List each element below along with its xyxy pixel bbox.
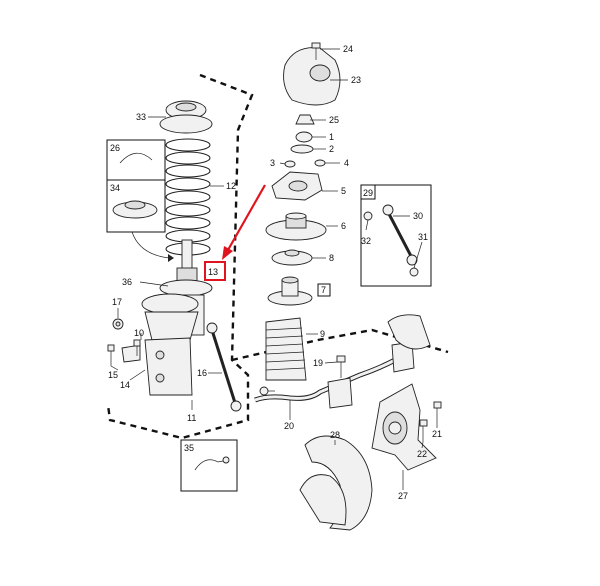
stabilizer-link-16 xyxy=(206,322,242,412)
highlight-arrow xyxy=(222,184,266,260)
label-16: 16 xyxy=(197,368,207,378)
bolt-15 xyxy=(107,344,115,366)
label-8: 8 xyxy=(329,253,334,263)
label-11: 11 xyxy=(187,413,196,423)
bump-stop-7 xyxy=(267,276,313,306)
top-mount-33 xyxy=(159,100,213,134)
bump-cap-25 xyxy=(295,114,315,125)
left-assembly-boundary xyxy=(106,73,254,440)
strut-bracket-14 xyxy=(121,337,193,396)
label-14: 14 xyxy=(120,380,130,390)
label-31: 31 xyxy=(418,232,428,242)
stabilizer-bar-20 xyxy=(254,357,397,403)
label-23: 23 xyxy=(351,75,361,85)
label-27: 27 xyxy=(398,491,408,501)
label-25: 25 xyxy=(329,115,339,125)
label-10: 10 xyxy=(134,328,144,338)
nut-4 xyxy=(314,159,326,167)
bolt-10 xyxy=(133,339,141,356)
label-29: 29 xyxy=(363,188,373,198)
inset-box-29 xyxy=(360,184,432,287)
label-21: 21 xyxy=(432,429,442,439)
label-3: 3 xyxy=(270,158,275,168)
cover-cap-23 xyxy=(283,47,341,106)
screw-24 xyxy=(311,42,321,60)
nut-18 xyxy=(259,386,269,396)
part-labels: 33 26 34 12 36 17 10 14 15 16 11 24 23 2… xyxy=(108,44,442,501)
label-2: 2 xyxy=(329,144,334,154)
bushing-bracket-left xyxy=(327,377,353,409)
label-32: 32 xyxy=(361,236,371,246)
label-22: 22 xyxy=(417,449,427,459)
label-20: 20 xyxy=(284,421,294,431)
nut-3 xyxy=(284,160,296,168)
subframe-arm xyxy=(387,314,431,350)
bolt-22 xyxy=(419,419,428,442)
label-6: 6 xyxy=(341,221,346,231)
label-24: 24 xyxy=(343,44,353,54)
label-7: 7 xyxy=(321,285,326,295)
label-17: 17 xyxy=(112,297,122,307)
bolt-21 xyxy=(433,401,442,425)
label-30: 30 xyxy=(413,211,423,221)
label-5: 5 xyxy=(341,186,346,196)
label-35: 35 xyxy=(184,443,194,453)
knuckle-27 xyxy=(371,383,437,471)
label-4: 4 xyxy=(344,158,349,168)
label-33: 33 xyxy=(136,112,146,122)
leader-lines xyxy=(110,48,438,490)
label-9: 9 xyxy=(320,329,325,339)
label-7-frame xyxy=(317,283,331,297)
highlighted-part-13: 13 xyxy=(204,261,226,281)
label-26: 26 xyxy=(110,143,120,153)
label-15: 15 xyxy=(108,370,118,380)
top-plate-5 xyxy=(271,171,323,201)
label-13: 13 xyxy=(208,267,218,277)
bolt-19 xyxy=(336,355,346,378)
washer-2 xyxy=(290,144,314,154)
label-28: 28 xyxy=(330,430,340,440)
nut-1 xyxy=(295,131,313,143)
spring-seat-36 xyxy=(141,293,199,341)
label-36: 36 xyxy=(122,277,132,287)
brake-shield-28 xyxy=(299,435,373,531)
label-1: 1 xyxy=(329,132,334,142)
coil-spring-12 xyxy=(165,138,211,256)
dust-boot-9 xyxy=(265,317,307,381)
label-34: 34 xyxy=(110,183,120,193)
spring-seat-8 xyxy=(271,249,313,266)
label-12: 12 xyxy=(226,181,236,191)
nut-17 xyxy=(112,318,124,330)
label-19: 19 xyxy=(313,358,323,368)
inset-box-26-34 xyxy=(106,139,174,262)
bearing-6 xyxy=(265,212,327,241)
inset-box-35 xyxy=(180,439,238,492)
